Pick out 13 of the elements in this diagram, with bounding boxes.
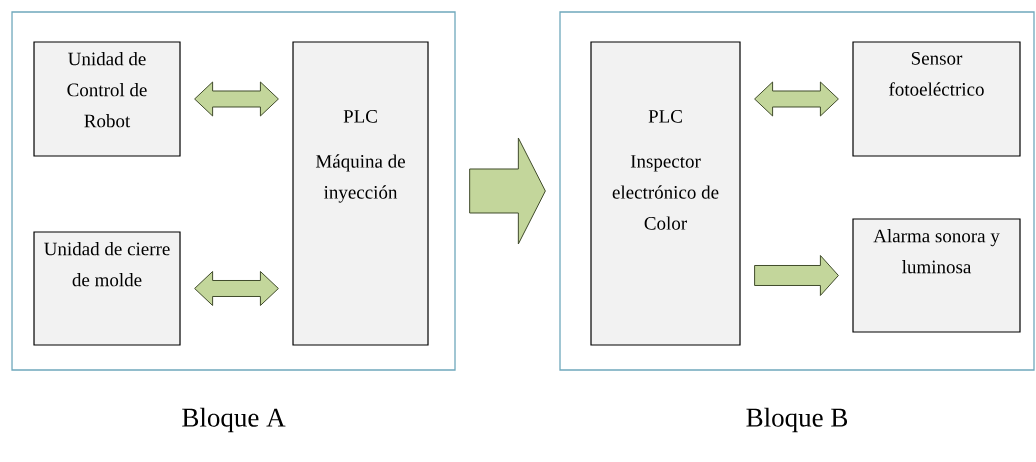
block-arrow bbox=[194, 271, 279, 306]
process-box: PLC Máquina de inyección bbox=[292, 41, 429, 346]
process-box: Sensor fotoeléctrico bbox=[852, 41, 1021, 157]
block-title: Bloque B bbox=[746, 407, 848, 433]
process-box: Unidad de cierre de molde bbox=[33, 231, 181, 346]
block-title: Bloque A bbox=[182, 407, 286, 433]
block-arrow bbox=[754, 255, 839, 296]
block-arrow bbox=[194, 81, 279, 117]
process-box: Unidad de Control de Robot bbox=[33, 41, 181, 157]
block-arrow bbox=[754, 81, 839, 117]
block-arrow bbox=[469, 137, 546, 245]
process-box: Alarma sonora y luminosa bbox=[852, 218, 1021, 333]
process-box: PLC Inspector electrónico de Color bbox=[590, 41, 741, 346]
